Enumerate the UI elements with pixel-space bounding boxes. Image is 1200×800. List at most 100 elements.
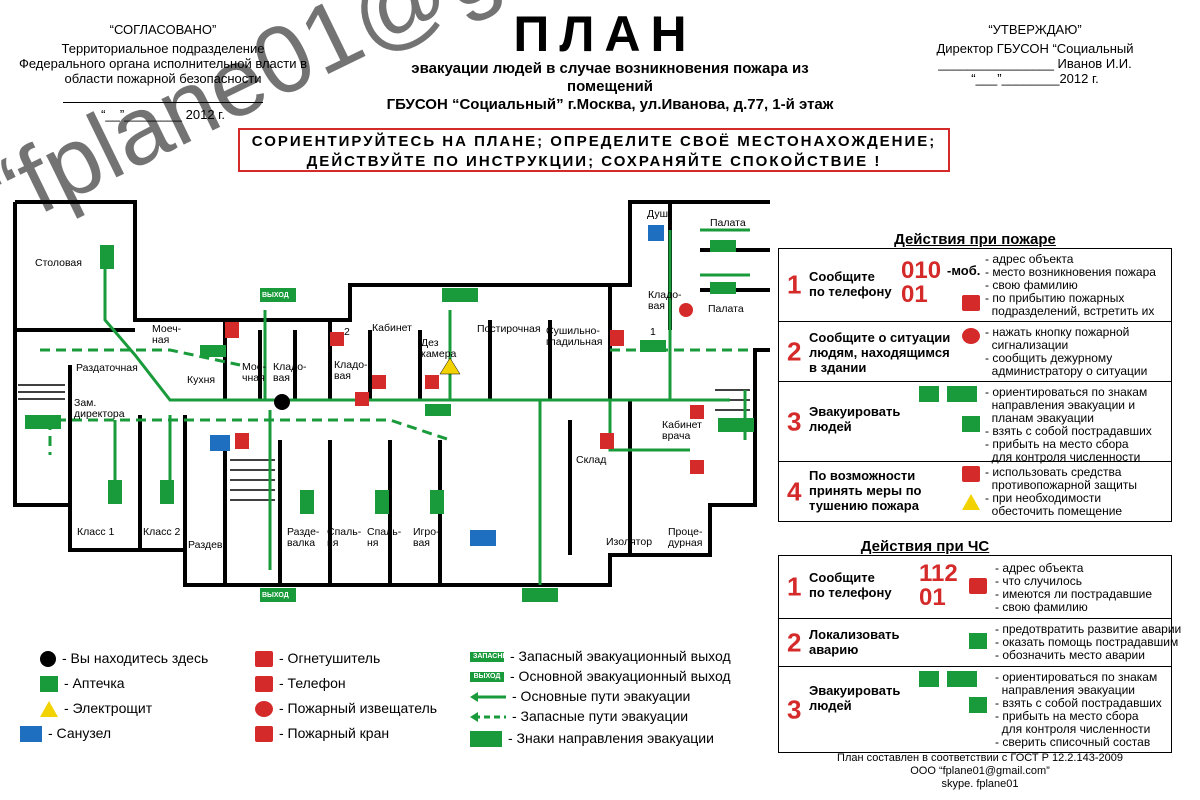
- stairs-exit-icon: [962, 416, 980, 432]
- room-moechnaya2: Мое- чная: [242, 361, 267, 384]
- emergency-row-2: 2 Локализовать аварию - предотвратить ра…: [779, 618, 1181, 666]
- fire-alarm-icon: [962, 328, 980, 344]
- fire-row-3-label: Эвакуировать людей: [809, 404, 901, 434]
- reserve-route-arrow-icon: [470, 712, 506, 723]
- room-zam-director: Зам. директора: [74, 397, 125, 420]
- legend-first-aid: - Аптечка: [40, 675, 125, 693]
- fire-row-1-bullet-1: - адрес объекта: [985, 252, 1074, 266]
- footer-skype: skype. fplane01: [941, 778, 1019, 790]
- fire-actions-panel: 1 Сообщите по телефону 010 01 -моб. - ад…: [778, 248, 1172, 522]
- room-kukhnya: Кухня: [187, 374, 216, 386]
- room-razdatochnaya: Раздаточная: [76, 362, 138, 374]
- emergency-row-1-label: Сообщите по телефону: [809, 570, 892, 600]
- legend-you-are-here: - Вы находитесь здесь: [40, 650, 208, 668]
- fire-row-4-label: По возможности принять меры по тушению п…: [809, 468, 922, 513]
- emergency-row-1-bullet-2: - что случилось: [995, 574, 1082, 588]
- extinguisher-icon: [255, 651, 273, 668]
- fire-row-3-bullet-4: - взять с собой пострадавших: [985, 424, 1152, 438]
- fire-row-4-bullet-1: - использовать средства: [985, 465, 1122, 479]
- room-klass2: Класс 2: [143, 526, 181, 538]
- emergency-row-1-num: 1: [787, 571, 802, 602]
- exit-running-man-icon: [947, 386, 977, 402]
- fire-row-2-bullet-4: администратору о ситуации: [985, 364, 1148, 378]
- instruction-box: СОРИЕНТИРУЙТЕСЬ НА ПЛАНЕ; ОПРЕДЕЛИТЕ СВО…: [238, 128, 950, 172]
- room-kabinet: Кабинет: [372, 322, 412, 334]
- phone-icon: [255, 676, 273, 693]
- room-procedurnaya: Проце- дурная: [668, 526, 703, 549]
- legend-fire-hydrant: - Пожарный кран: [255, 725, 390, 743]
- room-num-2: 2: [344, 326, 350, 338]
- fire-row-3-bullet-2: направления эвакуации и: [985, 398, 1136, 412]
- fire-row-2-bullet-3: - сообщить дежурному: [985, 351, 1113, 365]
- fire-row-4-bullet-2: противопожарной защиты: [985, 478, 1137, 492]
- room-palata2: Палата: [708, 303, 744, 315]
- first-aid-icon: [969, 633, 987, 649]
- plan-title: ПЛАН: [513, 6, 697, 62]
- signature-line: [63, 102, 263, 103]
- main-route-arrow-icon: [470, 692, 506, 703]
- room-dush: Душ: [647, 208, 669, 220]
- room-sushilno: Сушильно- гладильная: [546, 325, 603, 348]
- legend-main-route: - Основные пути эвакуации: [470, 688, 690, 704]
- fire-phone: 010 01: [901, 257, 942, 308]
- fire-row-1-bullet-2: - место возникновения пожара: [985, 265, 1156, 279]
- fire-row-4-bullet-3: - при необходимости: [985, 491, 1102, 505]
- legend-first-aid-text: - Аптечка: [64, 675, 125, 691]
- fire-row-4: 4 По возможности принять меры по тушению…: [779, 461, 1171, 521]
- fire-hydrant-icon: [255, 726, 273, 743]
- fire-row-2-label: Сообщите о ситуации людям, находящимся в…: [809, 330, 951, 375]
- legend-reserve-exit-text: - Запасный эвакуационный выход: [510, 648, 731, 664]
- emergency-row-3-bullet-4: - прибыть на место сбора: [995, 709, 1139, 723]
- room-kladovaya3: Кладо- вая: [648, 289, 682, 312]
- legend-extinguisher: - Огнетушитель: [255, 650, 381, 668]
- room-kladovaya2: Кладо- вая: [334, 359, 368, 382]
- emergency-row-1: 1 Сообщите по телефону 112 01 - адрес об…: [779, 556, 1171, 618]
- room-kladovaya1: Кладо- вая: [273, 361, 307, 384]
- approved-date: “__”________ 2012 г.: [101, 107, 225, 122]
- emergency-phone: 112 01: [919, 560, 958, 611]
- confirm-sign: ________________ Иванов И.И.: [938, 56, 1132, 71]
- approved-title: “СОГЛАСОВАНО”: [109, 22, 217, 37]
- phone-icon: [962, 295, 980, 311]
- legend-fire-detector: - Пожарный извещатель: [255, 700, 438, 718]
- direction-arrow-icon: [919, 671, 939, 687]
- extinguisher-icon: [962, 466, 980, 482]
- fire-row-3-num: 3: [787, 406, 802, 436]
- legend-fire-detector-text: - Пожарный извещатель: [279, 700, 438, 716]
- exit-label-top: ВЫХОД: [262, 292, 289, 299]
- emergency-row-3-bullet-6: - сверить списочный состав: [995, 735, 1151, 749]
- legend-fire-hydrant-text: - Пожарный кран: [279, 725, 390, 741]
- fire-detector-icon: [255, 701, 273, 718]
- fire-row-3-bullet-5: - прибыть на место сбора: [985, 437, 1129, 451]
- emergency-row-1-bullet-1: - адрес объекта: [995, 561, 1084, 575]
- confirm-block: “УТВЕРЖДАЮ” Директор ГБУСОН “Социальный …: [890, 22, 1180, 86]
- fire-row-3-bullet-1: - ориентироваться по знакам: [985, 385, 1148, 399]
- room-sklad: Склад: [576, 454, 607, 466]
- emergency-row-2-bullet-3: - обозначить место аварии: [995, 648, 1145, 662]
- emergency-row-2-label: Локализовать аварию: [809, 627, 900, 657]
- legend-wc: - Санузел: [20, 725, 111, 743]
- legend-reserve-exit: ЗАПАСНЫЙ ВЫХОД- Запасный эвакуационный в…: [470, 648, 731, 664]
- fire-row-3-bullet-3: планам эвакуации: [985, 411, 1094, 425]
- emergency-row-3: 3 Эвакуировать людей - ориентироваться п…: [779, 666, 1171, 752]
- plan-subtitle-line1: эвакуации людей в случае возникновения п…: [411, 60, 809, 95]
- fire-row-1-label: Сообщите по телефону: [809, 269, 892, 299]
- phone-icon: [969, 578, 987, 594]
- fire-row-1-bullet-4: - по прибытию пожарных: [985, 291, 1125, 305]
- direction-sign-icon: [470, 731, 502, 748]
- confirm-role: Директор ГБУСОН “Социальный: [936, 41, 1134, 56]
- legend-phone: - Телефон: [255, 675, 346, 693]
- fire-row-3-bullet-6: для контроля численности: [985, 450, 1141, 464]
- fire-row-1-num: 1: [787, 269, 802, 300]
- legend-extinguisher-text: - Огнетушитель: [279, 650, 381, 666]
- emergency-actions-title: Действия при ЧС: [860, 538, 990, 555]
- approved-org: Территориальное подразделение Федерально…: [18, 41, 307, 86]
- legend-main-route-text: - Основные пути эвакуации: [512, 688, 691, 704]
- exit-running-man-icon: [947, 671, 977, 687]
- emergency-row-3-bullet-2: направления эвакуации: [995, 683, 1135, 697]
- exit-label-bottom: ВЫХОД: [262, 592, 289, 599]
- confirm-title: “УТВЕРЖДАЮ”: [988, 22, 1082, 37]
- direction-arrow-icon: [919, 386, 939, 402]
- stairs-exit-icon: [969, 697, 987, 713]
- main-exit-badge: ВЫХОД: [470, 672, 504, 683]
